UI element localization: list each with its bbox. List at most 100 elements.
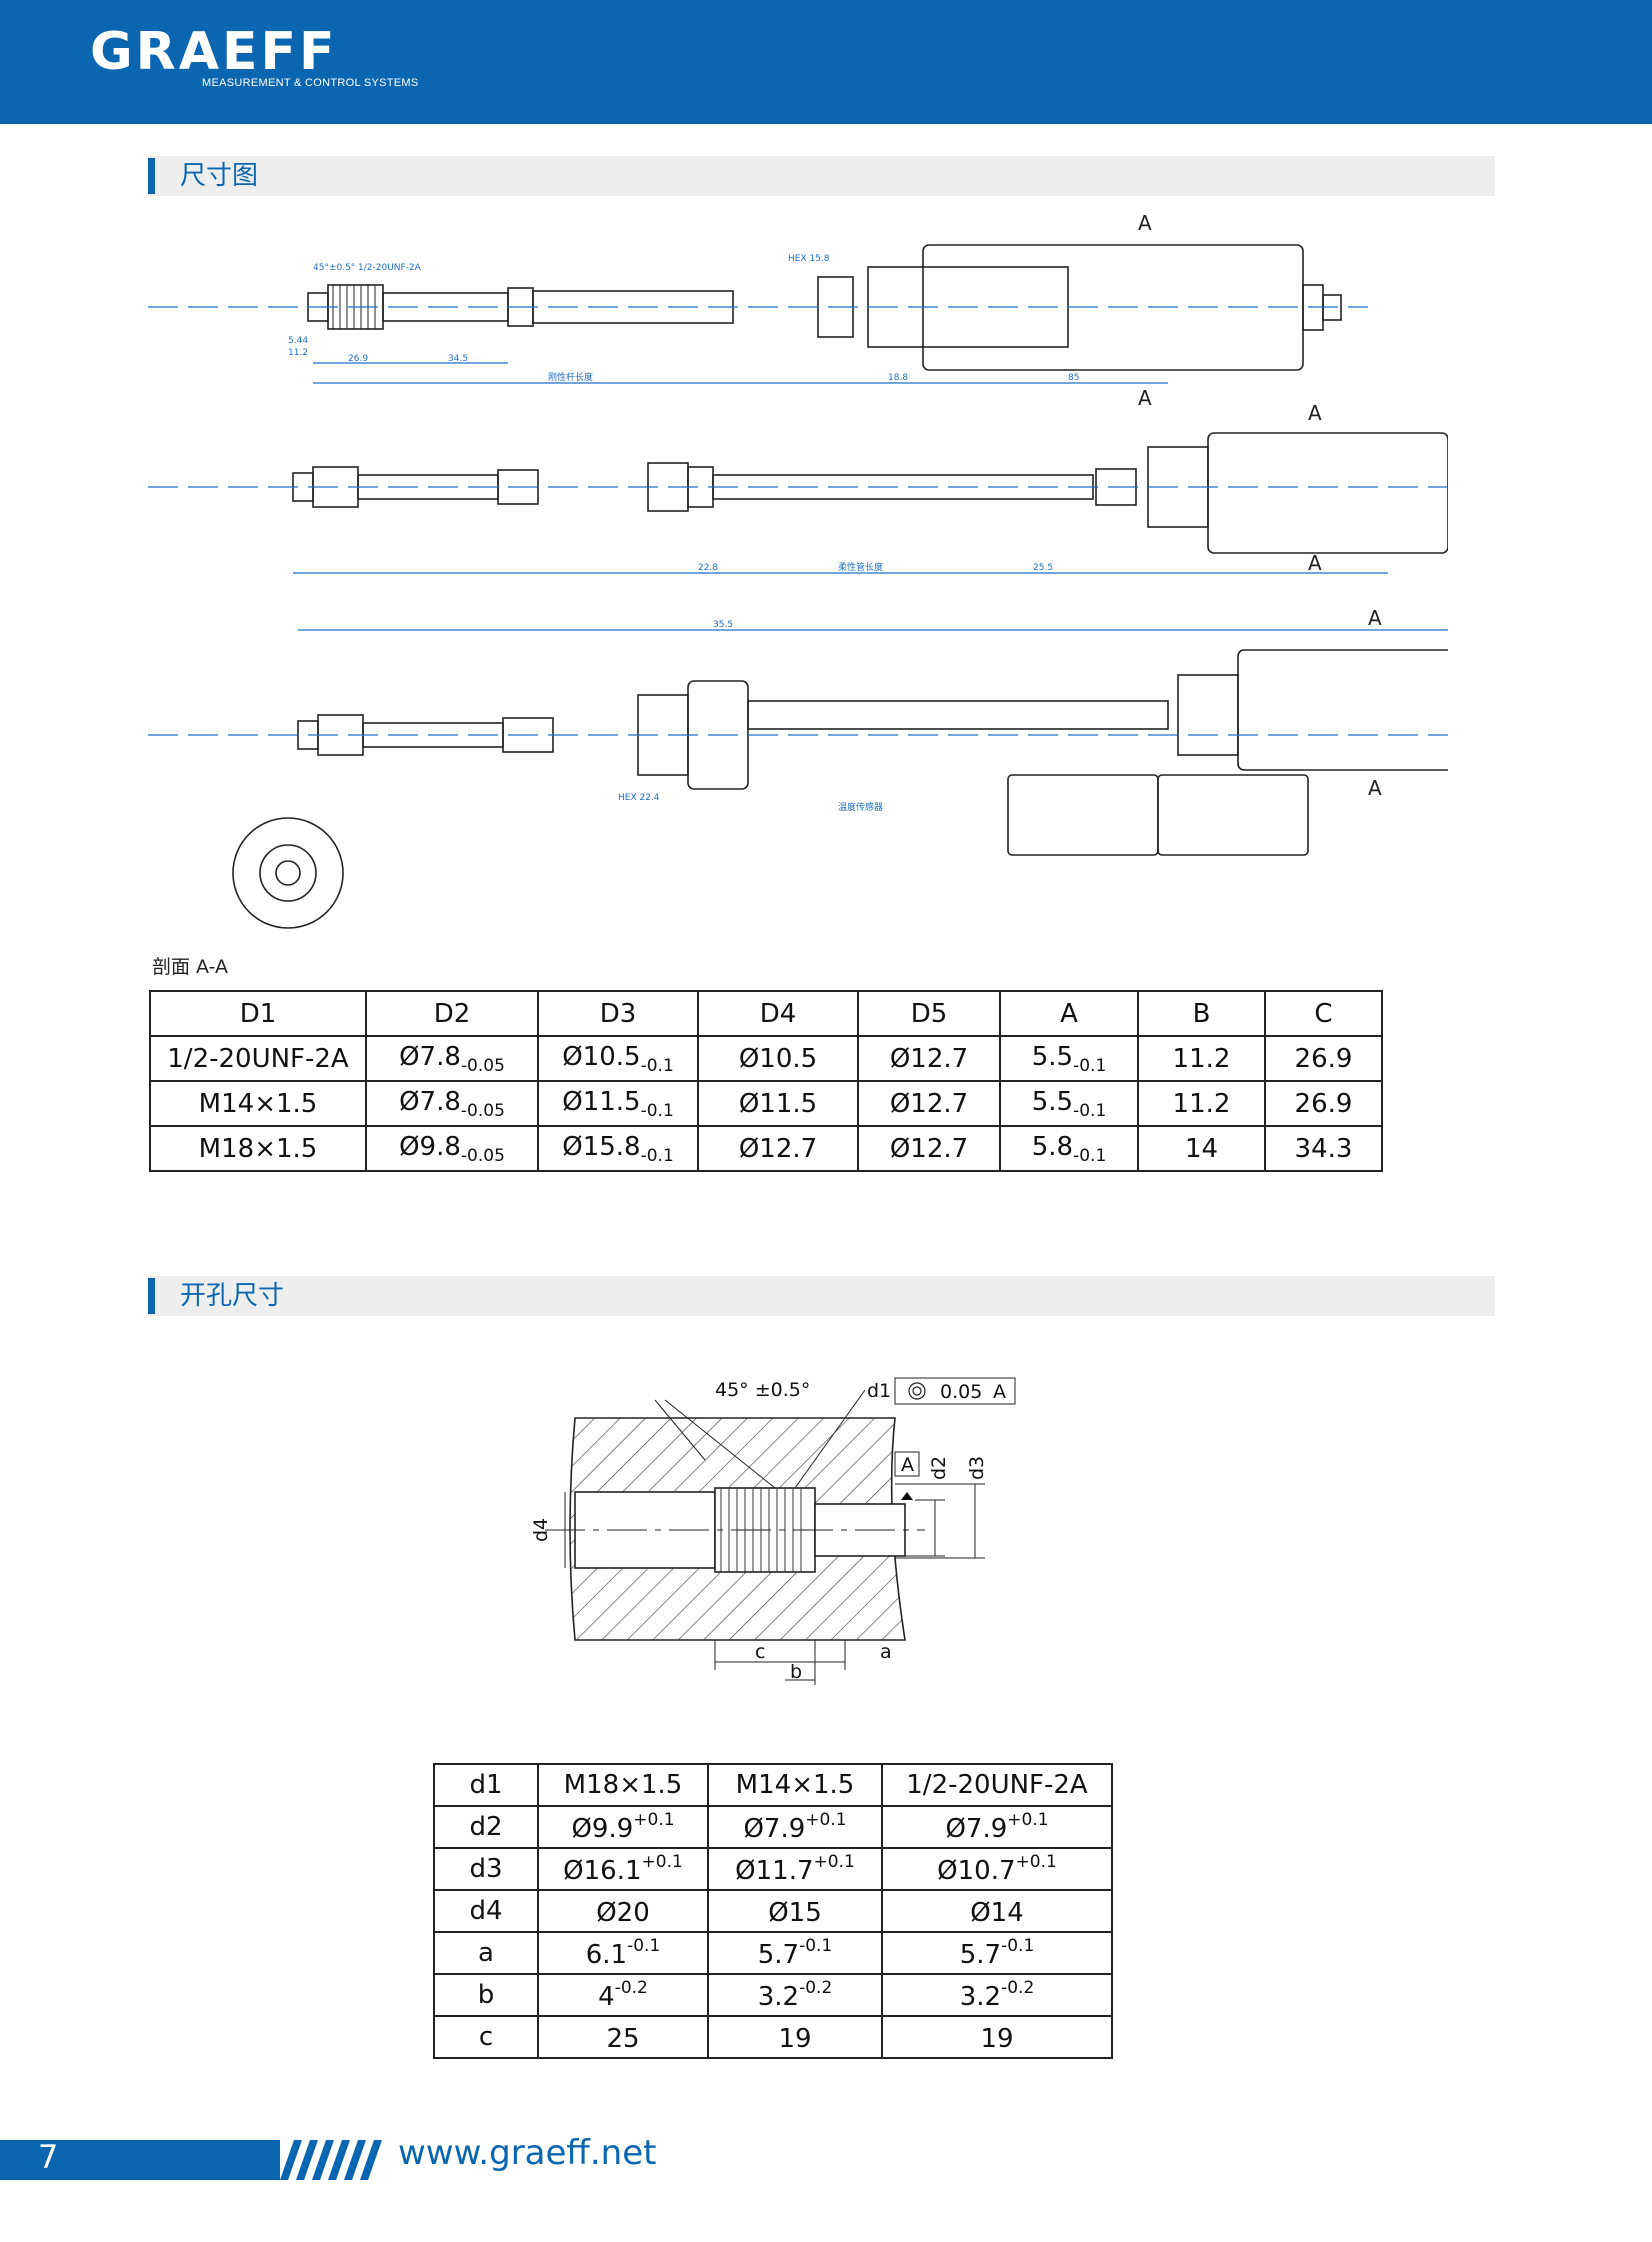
hole-d4-label: d4 <box>530 1518 552 1542</box>
section-title: 开孔尺寸 <box>180 1281 285 1311</box>
sensor-drawing-2 <box>292 432 1448 554</box>
table-header-row: d1 M18×1.5 M14×1.5 1/2-20UNF-2A <box>433 1763 1113 1807</box>
website-link[interactable]: www.graeff.net <box>398 2133 657 2173</box>
cell-value: Ø14 <box>881 1889 1113 1933</box>
hole-a-label: a <box>880 1641 892 1663</box>
dim-label-85: 85 <box>1068 373 1079 383</box>
dim-label-34-5: 34.5 <box>448 354 468 364</box>
cell-d5: Ø12.7 <box>857 1080 1001 1127</box>
section-aa-label: 剖面 A-A <box>152 956 229 978</box>
row-label: a <box>433 1931 539 1975</box>
cell-value: Ø16.1+0.1 <box>537 1847 709 1891</box>
brand-tagline: MEASUREMENT & CONTROL SYSTEMS <box>202 77 419 89</box>
dim-label-rigid: 刚性杆长度 <box>548 371 593 383</box>
section-marker <box>148 1278 155 1314</box>
hole-datum-label: A <box>993 1381 1006 1403</box>
cell-value: Ø10.7+0.1 <box>881 1847 1113 1891</box>
sensor-dimensions-table: D1 D2 D3 D4 D5 A B C 1/2-20UNF-2A Ø7.8-0… <box>149 990 1383 1172</box>
mounting-hole-drawing: 45° ±0.5° d1 0.05 A A d2 d3 d4 c b a <box>530 1377 1016 1685</box>
table-header-cell: d1 <box>433 1763 539 1807</box>
table-header-cell: D5 <box>857 990 1001 1037</box>
table-header-cell: C <box>1264 990 1383 1037</box>
sensor-drawing-3 <box>297 649 1448 856</box>
cell-value: 19 <box>881 2015 1113 2059</box>
cell-value: Ø9.9+0.1 <box>537 1805 709 1849</box>
section-mark-a: A <box>1138 211 1152 235</box>
table-row: M14×1.5 Ø7.8-0.05 Ø11.5-0.1 Ø11.5 Ø12.7 … <box>149 1080 1383 1127</box>
dim-label-11-2: 11.2 <box>288 348 308 358</box>
dim-label-22-8: 22.8 <box>698 563 718 573</box>
cell-a: 5.8-0.1 <box>999 1125 1139 1172</box>
row-label: d3 <box>433 1847 539 1891</box>
section-mark-a: A <box>1138 386 1152 410</box>
table-header-cell: D4 <box>697 990 859 1037</box>
table-row: 1/2-20UNF-2A Ø7.8-0.05 Ø10.5-0.1 Ø10.5 Ø… <box>149 1035 1383 1082</box>
cell-b: 11.2 <box>1137 1080 1266 1127</box>
footer-page-bar <box>0 2140 280 2180</box>
table-row: b 4-0.2 3.2-0.2 3.2-0.2 <box>433 1973 1113 2017</box>
footer-stripes-decoration <box>280 2140 382 2180</box>
dim-label-35-5: 35.5 <box>713 620 733 630</box>
dim-label-thread: 1/2-20UNF-2A <box>358 263 422 273</box>
row-label: b <box>433 1973 539 2017</box>
cell-d5: Ø12.7 <box>857 1035 1001 1082</box>
cell-d4: Ø10.5 <box>697 1035 859 1082</box>
section-heading-hole-dimensions: 开孔尺寸 <box>148 1276 1495 1316</box>
table-header-cell: M14×1.5 <box>707 1763 883 1807</box>
table-header-cell: D3 <box>537 990 699 1037</box>
cell-value: 19 <box>707 2015 883 2059</box>
hole-b-label: b <box>790 1661 802 1683</box>
cell-d4: Ø12.7 <box>697 1125 859 1172</box>
cell-d1: M18×1.5 <box>149 1125 367 1172</box>
cell-d1: M14×1.5 <box>149 1080 367 1127</box>
section-mark-a: A <box>1368 606 1382 630</box>
hole-c-label: c <box>755 1641 765 1663</box>
cell-d2: Ø9.8-0.05 <box>365 1125 539 1172</box>
cell-d4: Ø11.5 <box>697 1080 859 1127</box>
section-heading-dimensions: 尺寸图 <box>148 156 1495 196</box>
dim-label-18-8: 18.8 <box>888 373 908 383</box>
section-mark-a: A <box>1368 776 1382 800</box>
section-title: 尺寸图 <box>180 161 259 191</box>
cell-b: 14 <box>1137 1125 1266 1172</box>
page-number: 7 <box>38 2138 59 2176</box>
section-marker <box>148 158 155 194</box>
cell-value: Ø15 <box>707 1889 883 1933</box>
table-row: c 25 19 19 <box>433 2015 1113 2059</box>
cell-value: Ø11.7+0.1 <box>707 1847 883 1891</box>
table-header-cell: A <box>999 990 1139 1037</box>
cell-value: 6.1-0.1 <box>537 1931 709 1975</box>
table-header-cell: D2 <box>365 990 539 1037</box>
cell-d2: Ø7.8-0.05 <box>365 1035 539 1082</box>
cell-value: Ø7.9+0.1 <box>707 1805 883 1849</box>
dim-label-26-9: 26.9 <box>348 354 368 364</box>
cell-d3: Ø15.8-0.1 <box>537 1125 699 1172</box>
dim-label-temp-sensor: 温度传感器 <box>838 801 883 813</box>
dim-label-hex15: HEX 15.8 <box>788 254 830 264</box>
row-label: c <box>433 2015 539 2059</box>
dim-label-flex: 柔性管长度 <box>838 561 883 573</box>
cell-d2: Ø7.8-0.05 <box>365 1080 539 1127</box>
cell-value: 3.2-0.2 <box>707 1973 883 2017</box>
cell-value: 25 <box>537 2015 709 2059</box>
cell-value: 4-0.2 <box>537 1973 709 2017</box>
cell-d3: Ø11.5-0.1 <box>537 1080 699 1127</box>
cell-c: 26.9 <box>1264 1080 1383 1127</box>
page-header: GRAEFF MEASUREMENT & CONTROL SYSTEMS <box>0 0 1652 124</box>
cell-a: 5.5-0.1 <box>999 1035 1139 1082</box>
sensor-dimension-drawing: HEX 15.8 1/2-20UNF-2A 45°±0.5° 26.9 34.5… <box>148 211 1448 929</box>
dim-label-hex22: HEX 22.4 <box>618 793 660 803</box>
dim-label-chamfer: 45°±0.5° <box>313 263 355 273</box>
hole-d1-label: d1 <box>867 1380 891 1402</box>
cell-value: Ø7.9+0.1 <box>881 1805 1113 1849</box>
cell-d1: 1/2-20UNF-2A <box>149 1035 367 1082</box>
dim-label-25-5: 25.5 <box>1033 563 1053 573</box>
cell-a: 5.5-0.1 <box>999 1080 1139 1127</box>
table-row: d2 Ø9.9+0.1 Ø7.9+0.1 Ø7.9+0.1 <box>433 1805 1113 1849</box>
dim-label-5-44: 5.44 <box>288 336 308 346</box>
table-header-row: D1 D2 D3 D4 D5 A B C <box>149 990 1383 1037</box>
hole-angle-label: 45° ±0.5° <box>715 1379 810 1401</box>
table-row: a 6.1-0.1 5.7-0.1 5.7-0.1 <box>433 1931 1113 1975</box>
table-row: M18×1.5 Ø9.8-0.05 Ø15.8-0.1 Ø12.7 Ø12.7 … <box>149 1125 1383 1172</box>
cell-value: 5.7-0.1 <box>881 1931 1113 1975</box>
